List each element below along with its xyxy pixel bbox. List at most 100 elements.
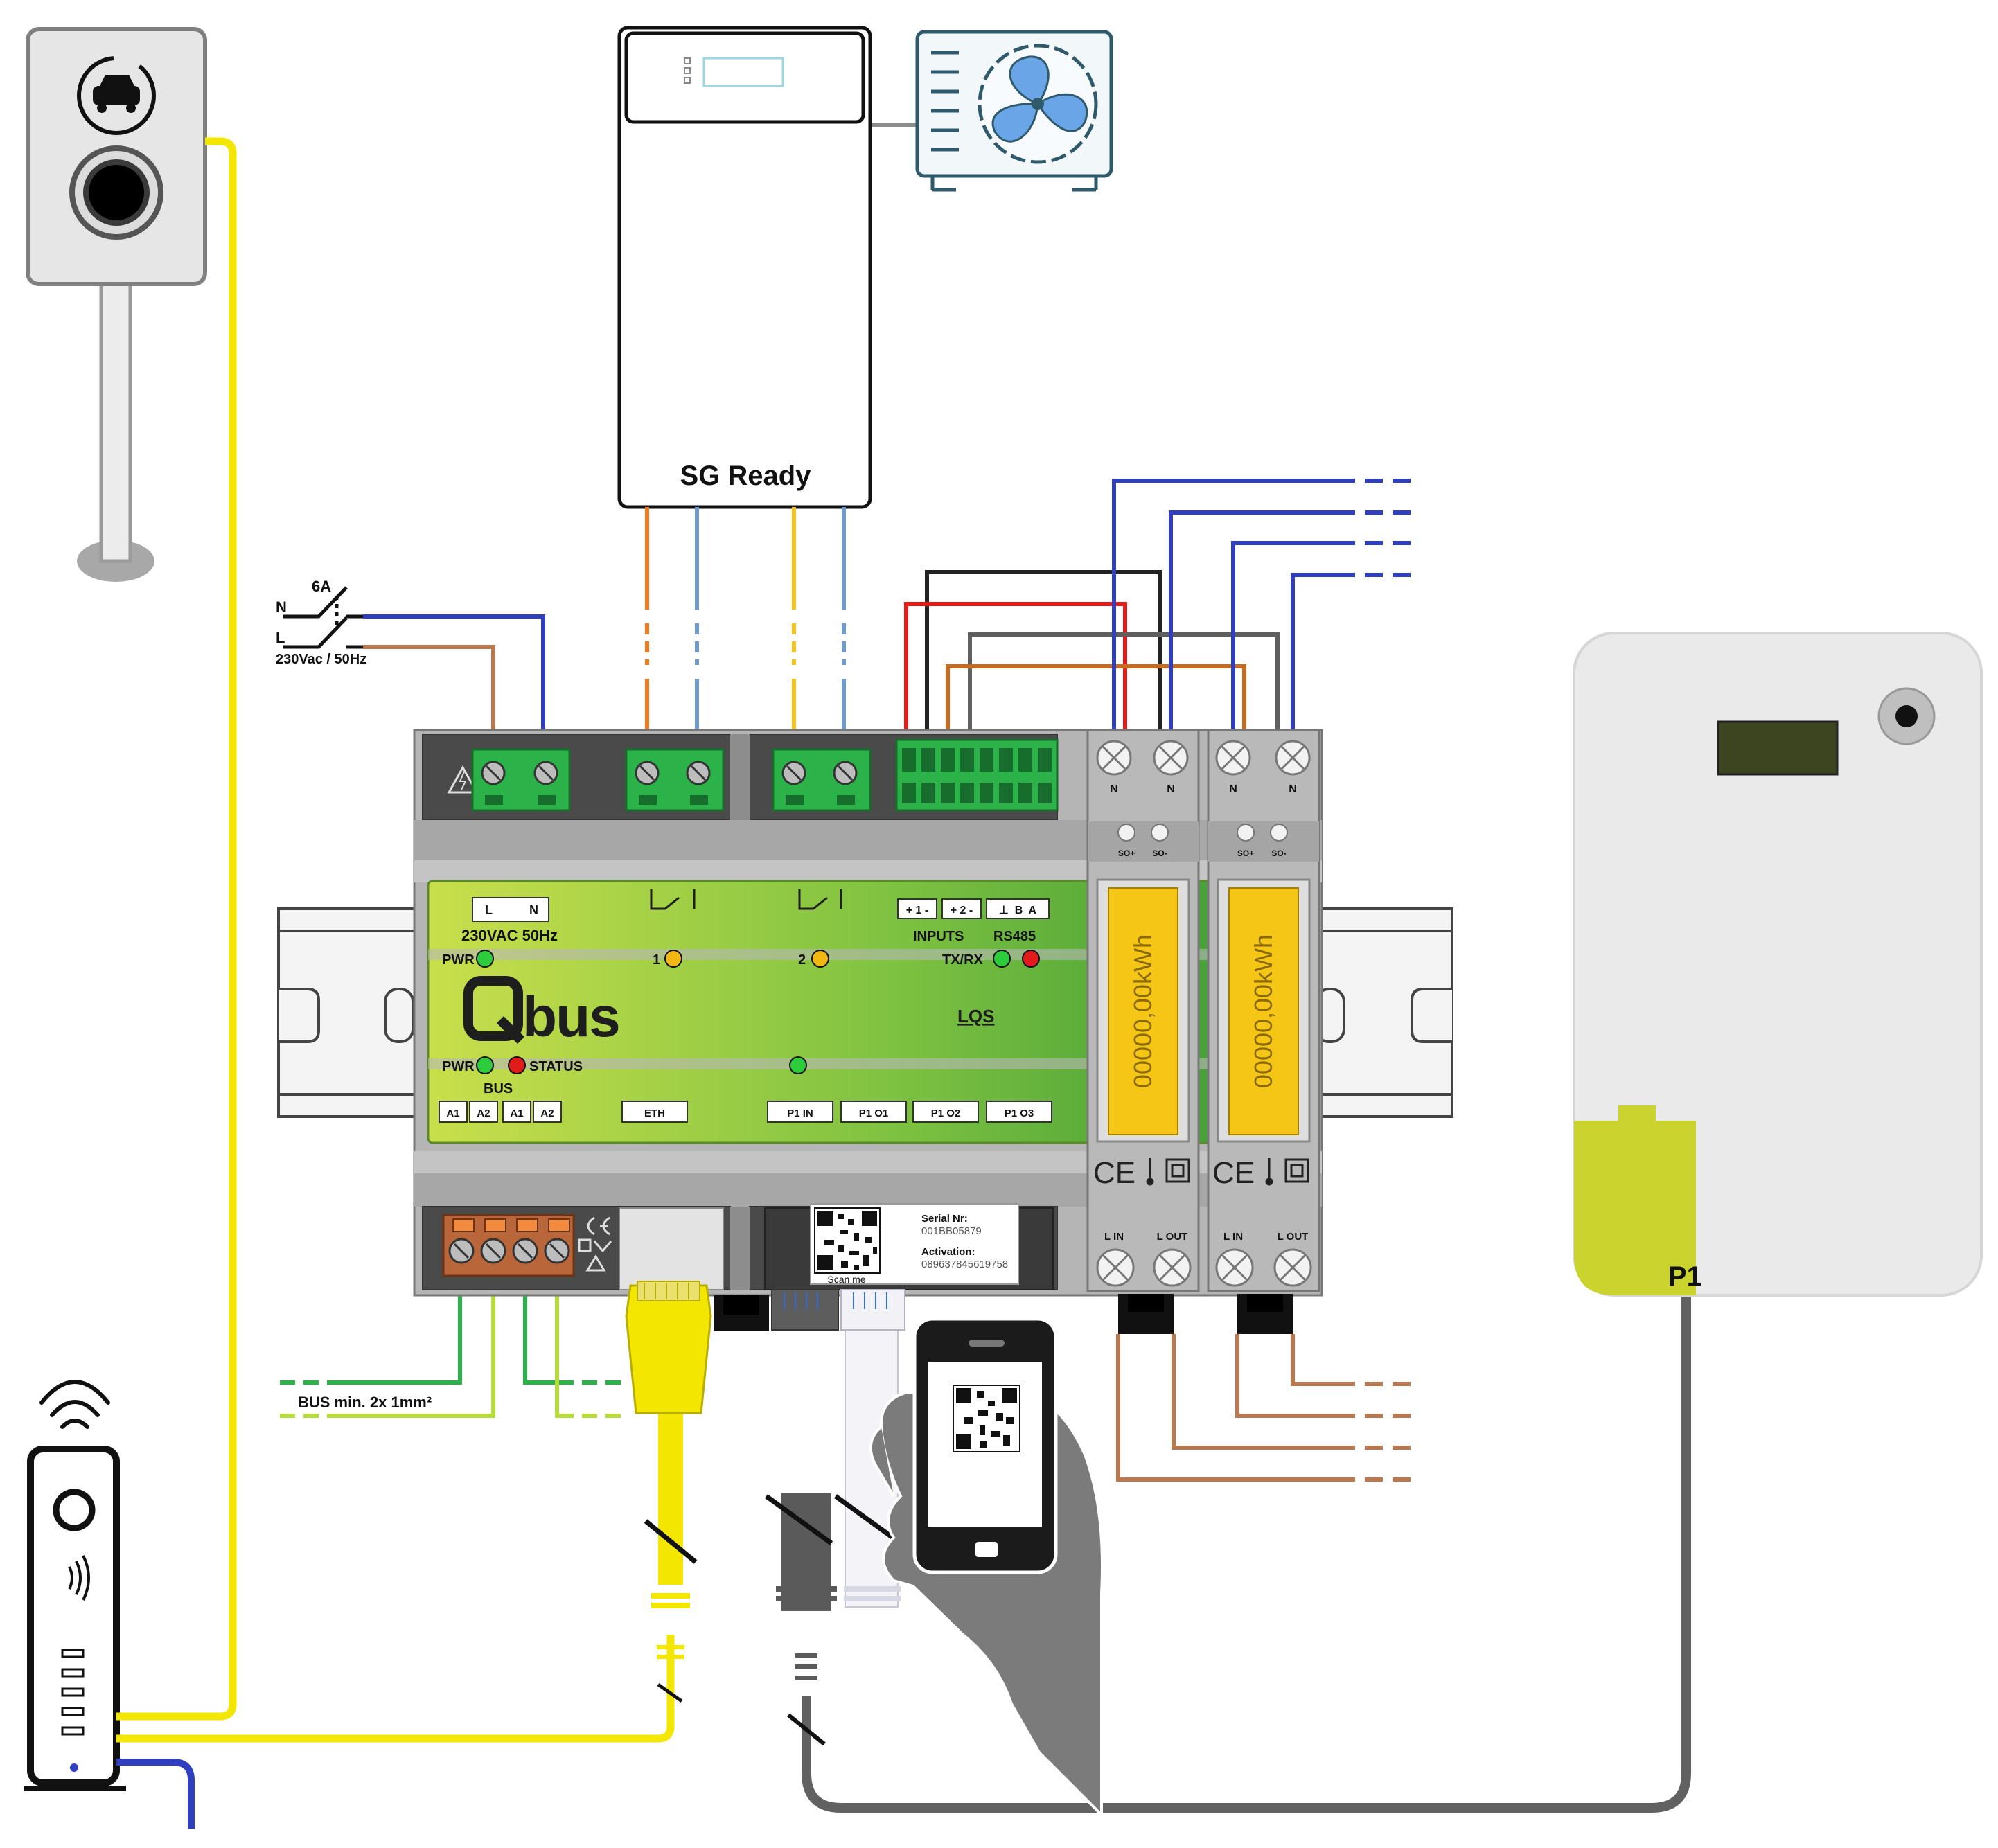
breaker-supply: 230Vac / 50Hz: [276, 652, 366, 667]
status-label: STATUS: [529, 1059, 583, 1074]
serial-label: Scan me Serial Nr: 001BB05879 Activation…: [810, 1203, 1019, 1285]
txrx-label: TX/RX: [942, 952, 984, 968]
signal-icon: [68, 1555, 90, 1601]
breaker-line: L: [276, 629, 285, 646]
meter2-neutral-out: [1291, 573, 1355, 754]
rs485-terminal: ⊥ B A: [999, 905, 1037, 916]
power-spec: 230VAC 50Hz: [461, 927, 558, 944]
p1-port-label: P1: [1668, 1261, 1702, 1292]
breaker-rating: 6A: [312, 578, 331, 595]
router: [24, 1380, 126, 1791]
inputs-label: INPUTS: [913, 929, 964, 944]
port-label-a1-2: A1: [510, 1108, 523, 1119]
eth-port[interactable]: [619, 1207, 724, 1290]
meter1-l-out: L OUT: [1157, 1231, 1188, 1243]
meter1-neutral-out: [1169, 510, 1355, 754]
p1-cable: [764, 1288, 1691, 1813]
txrx-led: [993, 950, 1011, 968]
ethernet-cable-yellow: [116, 1413, 698, 1743]
meter2-symbols-icon: [1265, 1158, 1309, 1186]
meter2-neutral-in: [1231, 541, 1355, 754]
pwr-led-top: [476, 950, 494, 968]
bus-wire-a1-out: [523, 1283, 574, 1385]
relay-2-label: 2: [798, 952, 806, 968]
terminal-block-inputs[interactable]: [895, 738, 1059, 812]
relay-2-led: [811, 950, 829, 968]
meter2-l-out: L OUT: [1278, 1231, 1309, 1243]
meter2-display: 00000,00kWh: [1249, 934, 1278, 1088]
meter2-top-n-2: N: [1289, 783, 1297, 795]
activation-value: 089637845619758: [921, 1259, 1008, 1270]
bus-cable-label: BUS min. 2x 1mm²: [298, 1394, 432, 1411]
outdoor-unit: [915, 30, 1113, 192]
power-terminal-n: N: [529, 903, 538, 917]
ev-car-icon: [77, 56, 156, 135]
port-label-eth: ETH: [644, 1108, 665, 1119]
ce-mark-icon: [578, 1216, 612, 1272]
meter1-top-n-2: N: [1167, 783, 1175, 795]
port-label-p1-o1: P1 O1: [859, 1108, 889, 1119]
meter1-ce: CE: [1093, 1156, 1135, 1190]
terminal-block-relay-2[interactable]: [772, 748, 872, 812]
input-1-terminal: + 1 -: [906, 905, 928, 916]
meter1-line-in: [1116, 1334, 1355, 1482]
pulse-wire-black: [925, 570, 1162, 819]
meter2-l-in: L IN: [1223, 1231, 1243, 1243]
relay-1-led: [664, 950, 682, 968]
charging-socket-icon: [69, 145, 163, 240]
qbus-logo: [463, 976, 524, 1044]
ethernet-plug: [625, 1281, 712, 1414]
serial-value: 001BB05879: [921, 1225, 982, 1237]
ev-charger-cable: [116, 137, 237, 1721]
port-label-a2: A2: [477, 1108, 490, 1119]
status-led: [508, 1056, 526, 1074]
terminal-block-power[interactable]: [471, 748, 571, 812]
breaker-neutral: N: [276, 598, 287, 616]
meter1-symbols-icon: [1146, 1158, 1190, 1186]
port-label-p1-o3: P1 O3: [1005, 1108, 1034, 1119]
feed-wire-blue: [363, 614, 545, 747]
bus-wire-a2-out: [555, 1283, 574, 1418]
pwr-label-bottom: PWR: [442, 1059, 475, 1074]
kwh-meter-2: N N SO+ SO- 00000,00kWh CE L IN L OUT: [1207, 729, 1320, 1334]
heat-pump: SG Ready: [617, 26, 917, 509]
port-label-p1-o2: P1 O2: [931, 1108, 961, 1119]
uplink-cable-blue: [116, 1759, 195, 1829]
meter1-top-n-1: N: [1110, 783, 1118, 795]
activation-title: Activation:: [921, 1246, 975, 1258]
wifi-icon: [39, 1380, 110, 1429]
meter1-so-minus: SO-: [1152, 849, 1167, 858]
bus-wire-a2: [327, 1283, 495, 1418]
meter1-neutral-in: [1112, 479, 1355, 754]
meter2-top-n-1: N: [1229, 783, 1237, 795]
smart-meter: P1: [1573, 632, 1983, 1297]
sg-ready-label: SG Ready: [680, 461, 812, 491]
meter1-l-in: L IN: [1104, 1231, 1124, 1243]
rs485-label: RS485: [993, 929, 1036, 944]
pwr-led-bottom: [476, 1056, 494, 1074]
meter2-so-minus: SO-: [1271, 849, 1286, 858]
p1-connector: [1574, 1105, 1696, 1295]
brand-name: bus: [522, 986, 619, 1049]
fan-icon: [978, 44, 1098, 164]
bus-terminal-block[interactable]: [442, 1214, 575, 1277]
meter2-ce: CE: [1212, 1156, 1255, 1190]
meter2-line-out: [1291, 1334, 1355, 1386]
warning-icon: [447, 765, 479, 794]
port-label-a2-2: A2: [540, 1108, 554, 1119]
port-label-p1-in: P1 IN: [787, 1108, 813, 1119]
scan-me-label: Scan me: [827, 1274, 865, 1285]
meter2-line-in: [1235, 1334, 1355, 1418]
input-2-terminal: + 2 -: [951, 905, 973, 916]
feed-wire-brown: [363, 645, 495, 747]
terminal-block-relay-1[interactable]: [625, 748, 725, 812]
meter1-line-out: [1172, 1334, 1355, 1450]
phone-scan: [869, 1317, 1104, 1818]
meter1-so-plus: SO+: [1118, 849, 1135, 858]
phone-qr-icon: [953, 1385, 1020, 1452]
meter1-display: 00000,00kWh: [1129, 934, 1157, 1088]
meter2-so-plus: SO+: [1237, 849, 1254, 858]
relay-1-label: 1: [653, 952, 660, 968]
qr-code-icon: [814, 1207, 881, 1274]
